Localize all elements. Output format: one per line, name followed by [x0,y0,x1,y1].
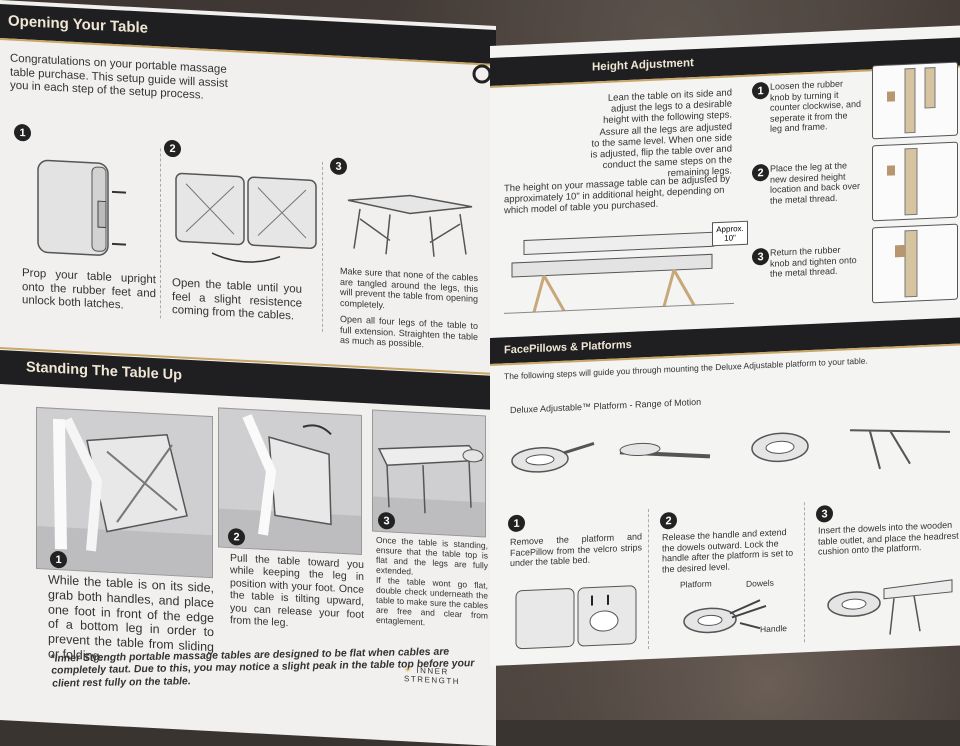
height-table-illustration [504,231,734,314]
standing-step-2-number: 2 [228,527,245,546]
left-page: Opening Your Table Congratulations on yo… [0,0,496,746]
opening-step-3-number: 3 [330,157,347,176]
standing-step-2-text: Pull the table toward you while keeping … [230,552,364,629]
height-step-2-number: 2 [752,163,769,182]
facepillows-step-3-text: Insert the dowels into the wooden table … [818,519,959,557]
height-step-1-illustration [872,61,958,140]
height-step-3-illustration [872,223,958,304]
facepillows-step-2-illustration [683,599,767,634]
platform-range-illustration [511,429,951,473]
standing-step-3-text: Once the table is standing, ensure that … [376,534,488,577]
height-step-3-number: 3 [752,247,769,266]
opening-step-1-number: 1 [14,123,31,142]
opening-step-3-illustration [347,194,473,257]
height-approx-label: Approx. 10" [716,223,744,243]
height-step-2-text: Place the leg at the new desired height … [770,160,861,206]
standing-step-3-illustration [372,409,486,538]
height-step-1-text: Loosen the rubber knob by turning it cou… [770,78,862,135]
opening-step-2-illustration [175,172,317,263]
height-step-3-text: Return the rubber knob and tighten onto … [770,244,857,279]
opening-title: Opening Your Table [8,12,149,37]
height-approx-box: Approx. 10" [712,220,748,247]
standing-step-3-text-2: If the table wont go flat, double check … [376,574,488,628]
standing-header: Standing The Table Up [0,350,496,410]
opening-step-1-text: Prop your table upright onto the rubber … [22,267,156,312]
label-dowels: Dowels [746,577,774,589]
facepillows-divider-1 [648,509,649,650]
facepillows-step-2-text: Release the handle and extend the dowels… [662,527,794,575]
facepillows-step-2-number: 2 [660,511,677,530]
height-intro: Lean the table on its side and adjust th… [590,87,732,180]
sun-icon: ☀ [404,665,413,675]
opening-step-1-illustration [37,159,126,256]
opening-intro: Congratulations on your portable massage… [10,52,228,102]
standing-step-1-number: 1 [50,550,67,569]
height-step-2-illustration [872,141,958,222]
facepillows-step-1-illustration [515,585,637,650]
facepillows-step-3-number: 3 [816,505,833,523]
height-step-1-number: 1 [752,81,769,100]
standing-step-1-illustration [36,406,213,579]
facepillows-step-1-text: Remove the platform and FacePillow from … [510,531,642,569]
brand-logo: ☀ INNER STRENGTH [404,665,460,687]
opening-step-3-text-2: Open all four legs of the table to full … [340,313,478,350]
facepillows-step-1-number: 1 [508,514,525,533]
height-note: The height on your massage table can be … [504,173,731,217]
facepillows-divider-2 [804,502,805,643]
opening-step-2-number: 2 [164,139,181,158]
opening-divider-1 [160,148,161,319]
opening-step-2-text: Open the table until you feel a slight r… [172,277,302,323]
label-platform: Platform [680,578,712,590]
opening-step-3-text: Make sure that none of the cables are ta… [340,265,478,310]
height-title: Height Adjustment [592,57,694,74]
opening-divider-2 [322,161,323,332]
standing-step-2-illustration [218,407,362,555]
standing-title: Standing The Table Up [26,359,183,384]
right-page: Height Adjustment Lean the table on its … [490,25,960,666]
standing-step-3-number: 3 [378,511,395,530]
facepillows-step-3-illustration [827,579,953,635]
facepillows-title: FacePillows & Platforms [504,338,632,357]
facepillows-range-label: Deluxe Adjustable™ Platform - Range of M… [510,396,702,416]
